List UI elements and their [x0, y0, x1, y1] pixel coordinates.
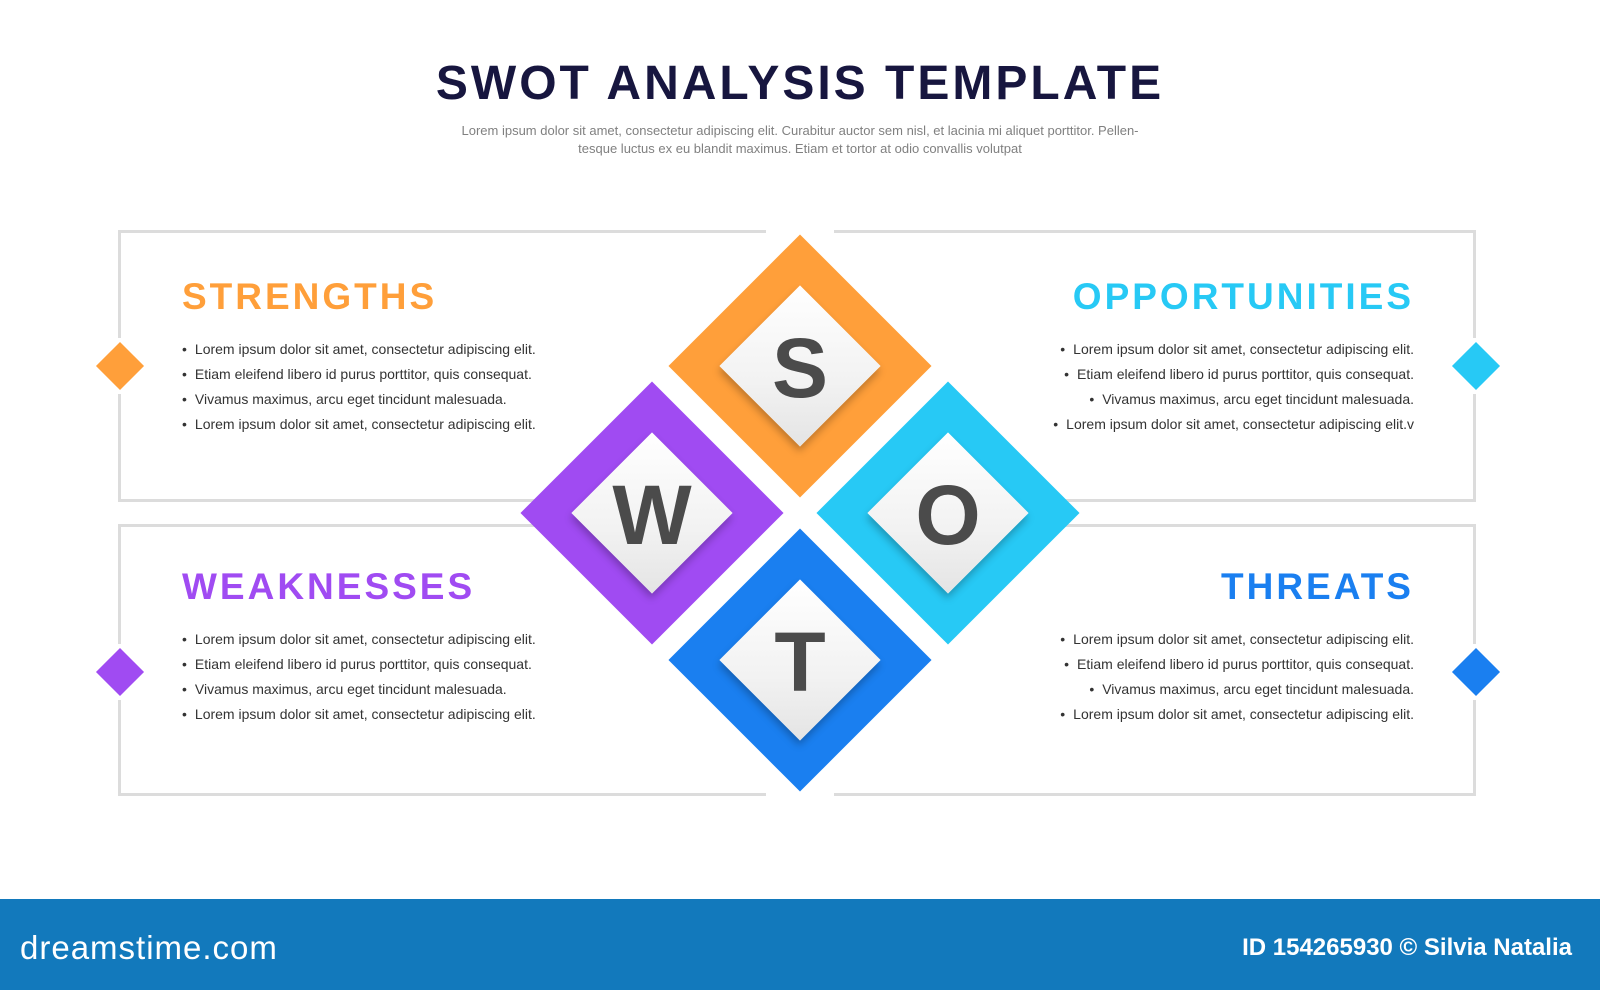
weaknesses-list: Lorem ipsum dolor sit amet, consectetur …: [182, 627, 536, 727]
list-item: Etiam eleifend libero id purus porttitor…: [182, 362, 536, 387]
list-item: Etiam eleifend libero id purus porttitor…: [1060, 652, 1414, 677]
subtitle-line-2: tesque luctus ex eu blandit maximus. Eti…: [578, 141, 1022, 156]
list-item: Lorem ipsum dolor sit amet, consectetur …: [182, 702, 536, 727]
strengths-title: STRENGTHS: [182, 276, 438, 317]
list-item: Vivamus maximus, arcu eget tincidunt mal…: [182, 677, 536, 702]
footer-credit: ID 154265930 © Silvia Natalia: [1242, 934, 1572, 961]
footer-logo: dreamstime.com: [20, 929, 278, 966]
list-item: Lorem ipsum dolor sit amet, consectetur …: [182, 627, 536, 652]
list-item: Lorem ipsum dolor sit amet, consectetur …: [1060, 702, 1414, 727]
opportunities-list: Lorem ipsum dolor sit amet, consectetur …: [1053, 337, 1414, 437]
strengths-letter: S: [771, 321, 829, 415]
page-title: SWOT ANALYSIS TEMPLATE: [435, 57, 1165, 110]
list-item: Lorem ipsum dolor sit amet, consectetur …: [1053, 412, 1414, 437]
list-item: Etiam eleifend libero id purus porttitor…: [1053, 362, 1414, 387]
list-item: Lorem ipsum dolor sit amet, consectetur …: [182, 337, 536, 362]
list-item: Vivamus maximus, arcu eget tincidunt mal…: [1060, 677, 1414, 702]
threats-list: Lorem ipsum dolor sit amet, consectetur …: [1060, 627, 1414, 727]
list-item: Etiam eleifend libero id purus porttitor…: [182, 652, 536, 677]
threats-letter: T: [774, 615, 826, 709]
weaknesses-letter: W: [612, 468, 692, 562]
subtitle-line-1: Lorem ipsum dolor sit amet, consectetur …: [461, 123, 1139, 138]
weaknesses-title: WEAKNESSES: [182, 566, 476, 607]
page-subtitle: Lorem ipsum dolor sit amet, consectetur …: [400, 122, 1200, 158]
list-item: Lorem ipsum dolor sit amet, consectetur …: [1053, 337, 1414, 362]
strengths-list: Lorem ipsum dolor sit amet, consectetur …: [182, 337, 536, 437]
list-item: Vivamus maximus, arcu eget tincidunt mal…: [1053, 387, 1414, 412]
list-item: Lorem ipsum dolor sit amet, consectetur …: [182, 412, 536, 437]
opportunities-letter: O: [915, 468, 981, 562]
list-item: Vivamus maximus, arcu eget tincidunt mal…: [182, 387, 536, 412]
footer-bar: dreamstime.com ID 154265930 © Silvia Nat…: [0, 899, 1600, 990]
threats-title: THREATS: [1221, 566, 1414, 607]
opportunities-title: OPPORTUNITIES: [1072, 276, 1414, 317]
list-item: Lorem ipsum dolor sit amet, consectetur …: [1060, 627, 1414, 652]
